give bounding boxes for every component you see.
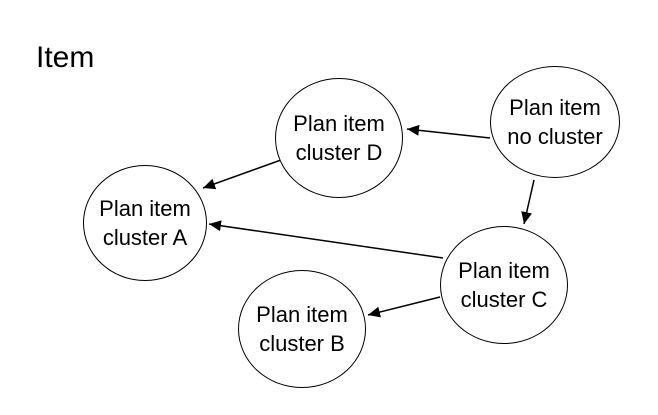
node-label-line: Plan item <box>99 196 191 221</box>
node-label-line: cluster D <box>295 140 383 165</box>
node-label-line: cluster A <box>102 225 188 250</box>
node-label-line: Plan item <box>293 111 385 136</box>
node-label-line: cluster B <box>259 331 345 356</box>
node-label-line: Plan item <box>458 258 550 283</box>
node-label-line: Plan item <box>256 302 348 327</box>
node-cluster-a: Plan item cluster A <box>83 165 207 281</box>
edge-cluster-d-to-cluster-a <box>202 159 282 190</box>
node-label-line: Plan item <box>509 95 601 120</box>
edge-cluster-c-to-cluster-a <box>208 220 444 259</box>
node-cluster-b: Plan item cluster B <box>238 270 366 388</box>
edge-no-cluster-to-cluster-d <box>406 124 491 139</box>
node-cluster-c: Plan item cluster C <box>440 226 568 344</box>
node-label-line: cluster C <box>460 287 548 312</box>
node-no-cluster: Plan item no cluster <box>490 66 620 178</box>
edge-cluster-c-to-cluster-b <box>367 296 441 318</box>
node-label-line: no cluster <box>507 124 603 149</box>
page-title: Item <box>36 41 95 74</box>
edge-no-cluster-to-cluster-c <box>521 179 535 225</box>
node-cluster-d: Plan item cluster D <box>275 78 403 198</box>
